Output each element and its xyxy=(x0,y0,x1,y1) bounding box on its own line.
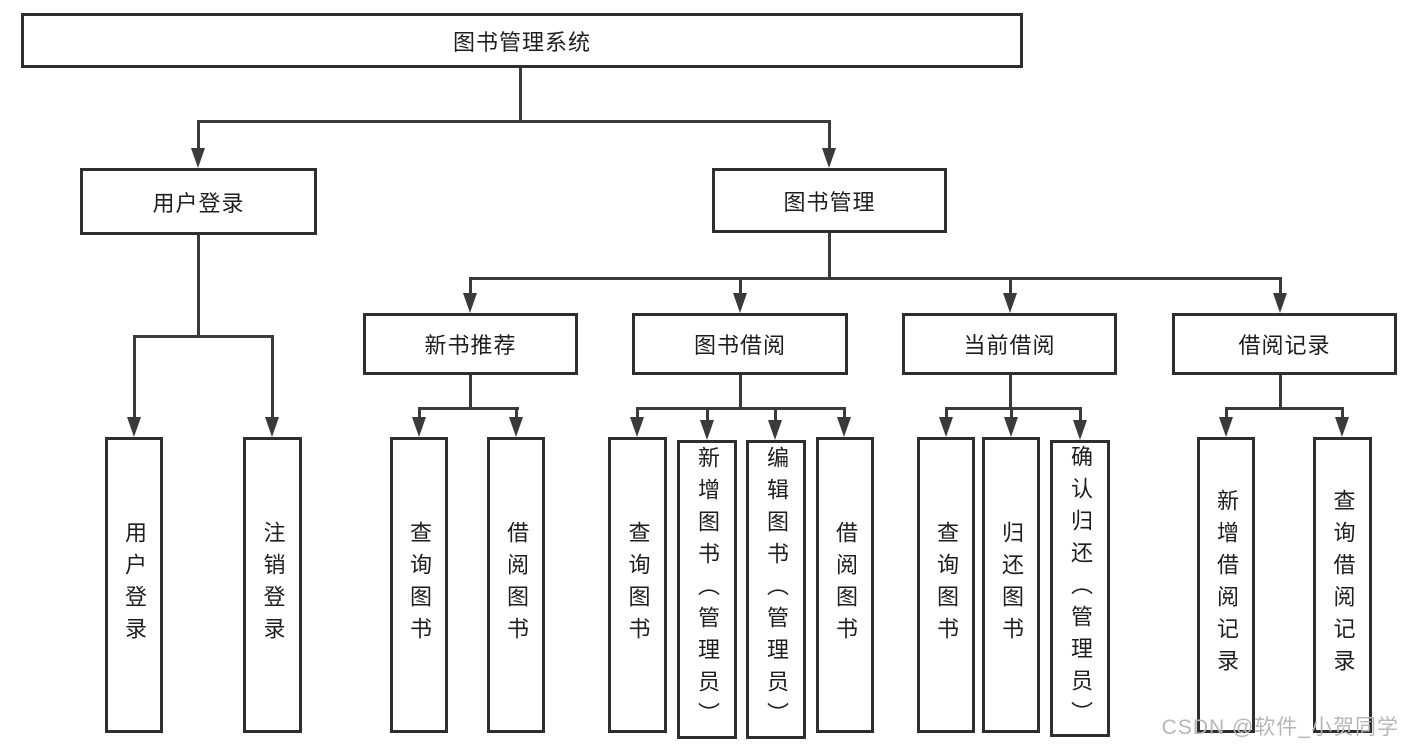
csdn-watermark: CSDN @软件_小贺同学 xyxy=(1161,716,1399,739)
node-label: 归还图书 xyxy=(999,521,1024,649)
connector-to-book-borrow xyxy=(739,277,742,307)
connector-to-user-login xyxy=(197,120,200,162)
leaf-confirm-return-admin: 确认归还（管理员） xyxy=(1050,440,1110,737)
arrow-down-icon xyxy=(1219,417,1233,437)
leaf-query-books-recommend: 查询图书 xyxy=(390,437,448,733)
connector-to-book-management xyxy=(828,120,831,162)
connector-to-new-book-recommend xyxy=(469,277,472,307)
connector-to-current-borrow xyxy=(1009,277,1012,307)
node-label: 新书推荐 xyxy=(424,333,517,358)
node-library-system: 图书管理系统 xyxy=(21,13,1023,68)
leaf-return-book: 归还图书 xyxy=(982,437,1040,733)
connector-level3-rail xyxy=(469,277,1282,280)
arrow-down-icon xyxy=(630,417,644,437)
node-label: 查询图书 xyxy=(934,521,959,649)
node-current-borrow: 当前借阅 xyxy=(902,313,1117,375)
connector-book-management-stem xyxy=(828,233,831,277)
leaf-borrow-books-recommend: 借阅图书 xyxy=(487,437,545,733)
leaf-borrow-books: 借阅图书 xyxy=(816,437,874,733)
connector-level2-rail xyxy=(197,120,831,123)
node-label: 新增借阅记录 xyxy=(1214,489,1239,681)
arrow-down-icon xyxy=(1273,293,1287,313)
node-label: 用户登录 xyxy=(122,521,147,649)
arrow-down-icon xyxy=(412,417,426,437)
node-label: 查询图书 xyxy=(407,521,432,649)
connector-borrow-records-stem xyxy=(1279,375,1282,407)
connector-to-borrow-records xyxy=(1279,277,1282,307)
arrow-down-icon xyxy=(265,417,279,437)
node-label: 用户登录 xyxy=(152,190,245,216)
connector-to-leaf-user-login xyxy=(133,335,136,431)
arrow-down-icon xyxy=(463,293,477,313)
connector-user-login-stem xyxy=(197,235,200,335)
node-label: 编辑图书（管理员） xyxy=(764,445,789,734)
node-label: 借阅图书 xyxy=(504,521,529,649)
connector-current-borrow-rail xyxy=(945,407,1082,410)
node-user-login: 用户登录 xyxy=(80,168,317,235)
connector-new-book-stem xyxy=(469,375,472,407)
connector-to-leaf-logout xyxy=(271,335,274,431)
arrow-down-icon xyxy=(1335,417,1349,437)
node-borrow-records: 借阅记录 xyxy=(1172,313,1397,375)
arrow-down-icon xyxy=(1003,293,1017,313)
connector-book-borrow-stem xyxy=(739,375,742,407)
connector-root-stem xyxy=(519,68,522,120)
leaf-query-borrow-record: 查询借阅记录 xyxy=(1313,437,1372,733)
node-label: 查询图书 xyxy=(625,521,651,649)
arrow-down-icon xyxy=(509,417,523,437)
node-label: 注销登录 xyxy=(260,521,286,649)
node-book-borrow: 图书借阅 xyxy=(632,313,848,375)
leaf-query-books-borrow: 查询图书 xyxy=(608,437,667,733)
arrow-down-icon xyxy=(191,148,205,168)
node-label: 新增图书（管理员） xyxy=(695,445,720,734)
connector-book-borrow-rail xyxy=(636,407,845,410)
node-label: 图书管理系统 xyxy=(452,29,591,55)
node-label: 确认归还（管理员） xyxy=(1068,444,1093,733)
arrow-down-icon xyxy=(127,417,141,437)
node-new-book-recommend: 新书推荐 xyxy=(363,313,578,375)
leaf-edit-book-admin: 编辑图书（管理员） xyxy=(746,440,806,739)
leaf-add-borrow-record: 新增借阅记录 xyxy=(1197,437,1255,733)
arrow-down-icon xyxy=(822,148,836,168)
arrow-down-icon xyxy=(700,420,714,440)
arrow-down-icon xyxy=(1004,417,1018,437)
leaf-query-books-current: 查询图书 xyxy=(917,437,975,733)
node-label: 当前借阅 xyxy=(963,333,1056,358)
leaf-user-login: 用户登录 xyxy=(105,437,163,733)
connector-user-login-rail xyxy=(133,335,274,338)
arrow-down-icon xyxy=(768,420,782,440)
connector-current-borrow-stem xyxy=(1009,375,1012,407)
arrow-down-icon xyxy=(837,417,851,437)
node-label: 借阅记录 xyxy=(1238,333,1331,358)
connector-new-book-rail xyxy=(418,407,519,410)
arrow-down-icon xyxy=(733,293,747,313)
leaf-logout: 注销登录 xyxy=(243,437,302,733)
node-label: 图书管理 xyxy=(783,189,876,215)
node-book-management: 图书管理 xyxy=(712,168,947,233)
node-label: 查询借阅记录 xyxy=(1330,489,1356,681)
connector-borrow-records-rail xyxy=(1225,407,1344,410)
arrow-down-icon xyxy=(939,417,953,437)
node-label: 借阅图书 xyxy=(833,521,858,649)
node-label: 图书借阅 xyxy=(693,333,786,358)
leaf-add-book-admin: 新增图书（管理员） xyxy=(677,440,737,739)
arrow-down-icon xyxy=(1073,420,1087,440)
